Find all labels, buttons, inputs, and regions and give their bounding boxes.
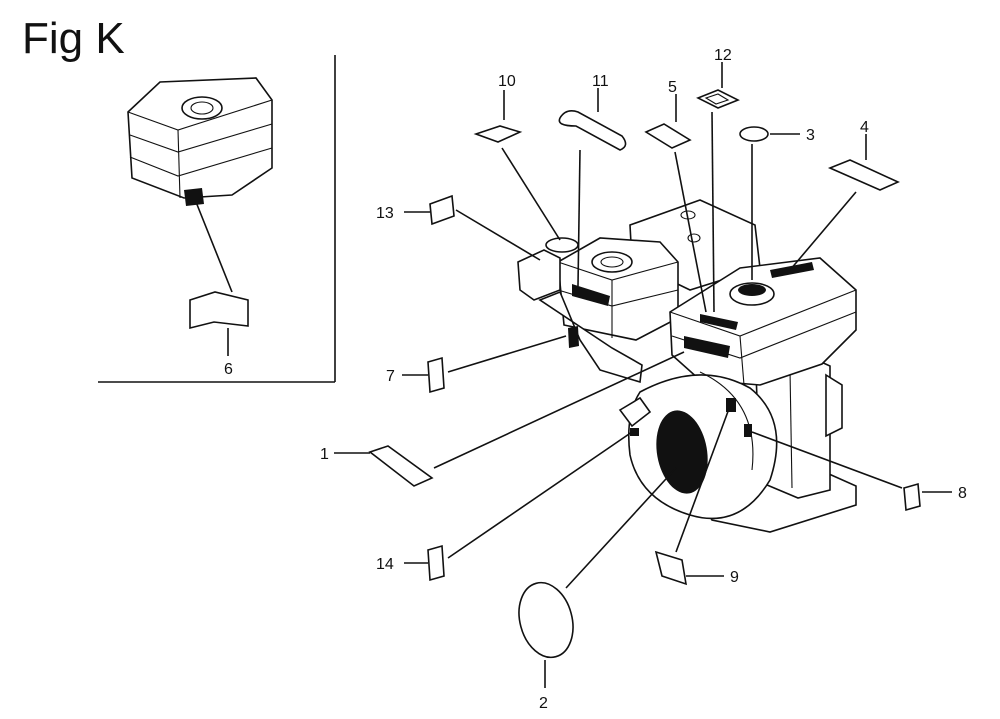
- decal-7: [402, 335, 567, 394]
- decal-9: [654, 405, 731, 586]
- callout-5: 5: [668, 79, 677, 96]
- decal-6: [189, 201, 249, 356]
- callout-2: 2: [539, 695, 548, 712]
- decal-3: [739, 126, 800, 280]
- callout-11: 11: [592, 73, 609, 90]
- decal-8: [751, 431, 952, 512]
- callout-1: 1: [320, 446, 329, 463]
- decal-4: [789, 134, 900, 271]
- callout-7: 7: [386, 368, 395, 385]
- decal-11: [558, 88, 627, 287]
- callout-13: 13: [376, 205, 394, 222]
- decal-2: [518, 467, 677, 688]
- decal-12: [696, 62, 740, 313]
- callout-6: 6: [224, 361, 233, 378]
- decal-5: [644, 94, 707, 313]
- decal-10: [473, 90, 561, 241]
- callout-3: 3: [806, 127, 815, 144]
- callout-14: 14: [376, 556, 394, 573]
- callout-4: 4: [860, 119, 869, 136]
- figure-title: Fig K: [22, 14, 125, 63]
- decal-13: [404, 194, 541, 261]
- callout-12: 12: [714, 47, 732, 64]
- engine-assembly: [517, 199, 857, 533]
- callout-8: 8: [958, 485, 967, 502]
- callout-9: 9: [730, 569, 739, 586]
- callout-10: 10: [498, 73, 516, 90]
- decal-14: [404, 431, 633, 582]
- inset-air-cleaner: [127, 77, 273, 206]
- inset-frame: [98, 55, 336, 383]
- decal-1: [334, 351, 685, 487]
- callout-labels: 10 11 5 12 3 4 13 6 7 1 8 14 9 2: [224, 47, 967, 712]
